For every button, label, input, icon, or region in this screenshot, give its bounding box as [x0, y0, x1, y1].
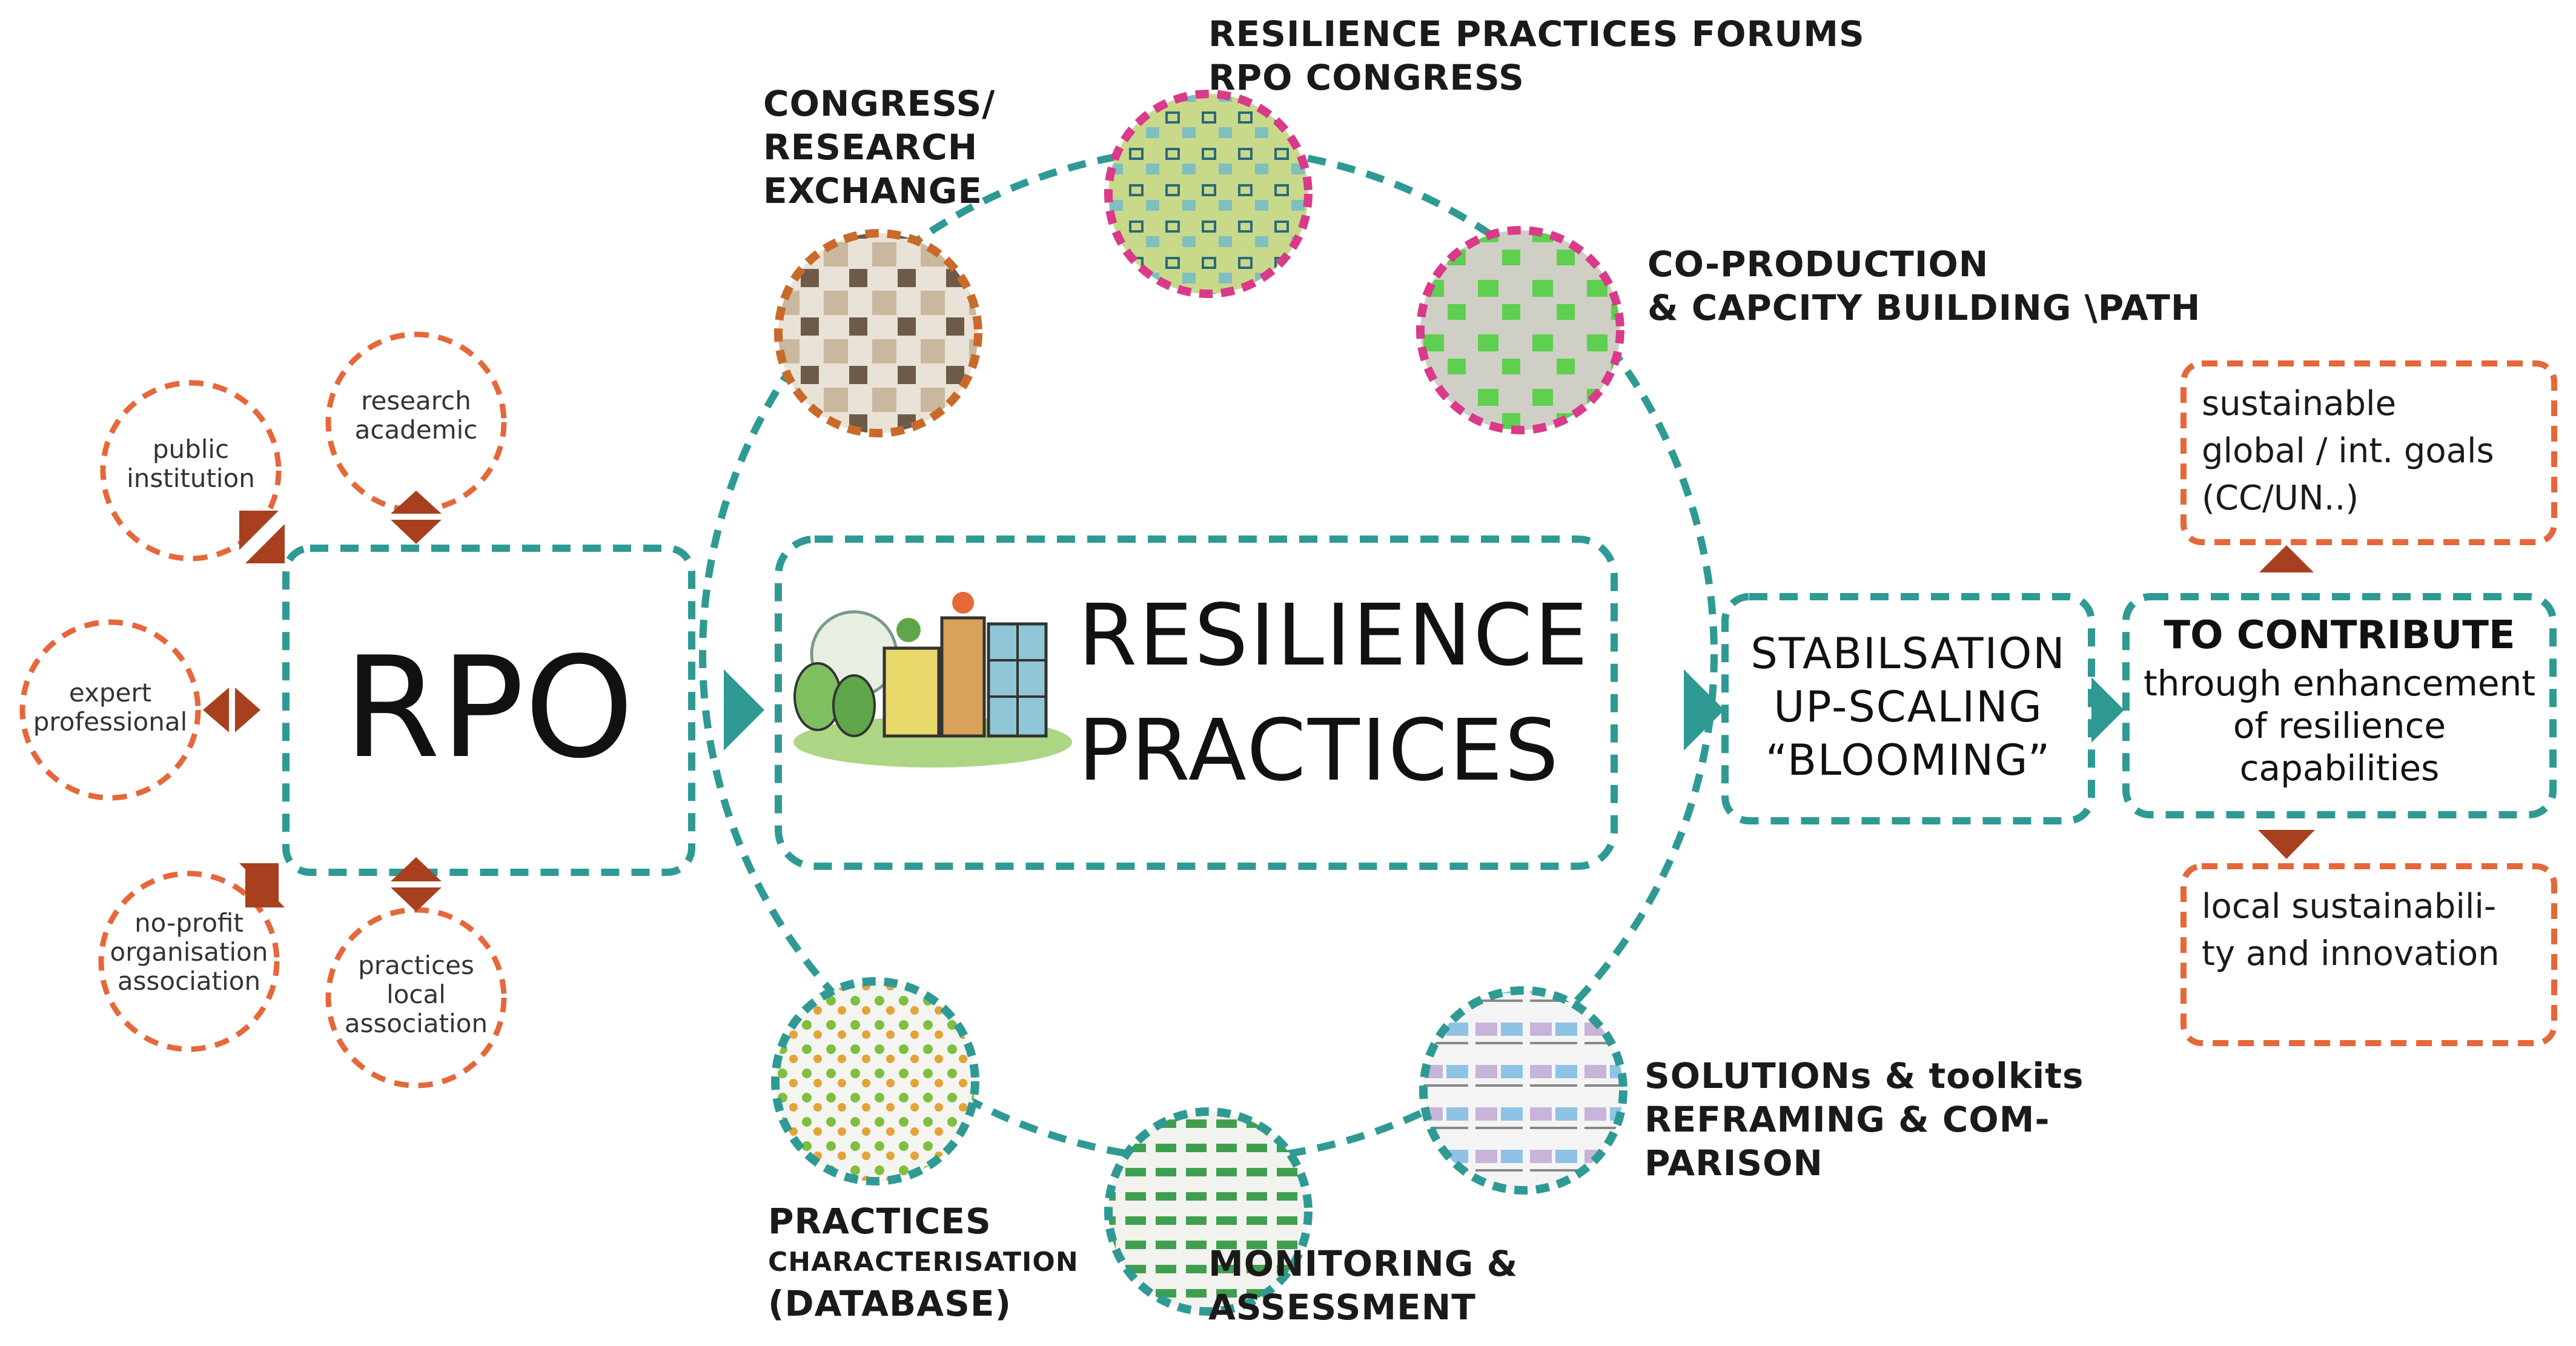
rpo-hub-label: RPO [343, 628, 634, 789]
connector-noprofit-arrow [239, 863, 285, 907]
solutions-node-image [1419, 986, 1627, 1195]
goal-local-label: local sustainabili- ty and innovation [2202, 887, 2500, 973]
stabilisation-box [1721, 593, 2095, 824]
contribute-box [2122, 593, 2557, 818]
connector-public-arrow [239, 511, 285, 563]
connector-expert-arrow [203, 688, 260, 732]
goal-global-label: sustainable global / int. goals (CC/UN..… [2202, 384, 2494, 518]
rpo-hub-box [282, 545, 695, 876]
arrow-to-local-goal [2258, 830, 2315, 859]
coproduction-node-image [1416, 226, 1624, 434]
monitoring-node-label: MONITORING &ASSESSMENT [1208, 1243, 1518, 1328]
resilience-practices-title: RESILIENCE PRACTICES [1078, 586, 1590, 800]
connector-research-arrow [391, 491, 442, 544]
database-node-label: PRACTICES CHARACTERISATION (DATABASE) [768, 1201, 1079, 1324]
stakeholder-expert-circle [19, 619, 201, 801]
congress-node-image [774, 229, 982, 437]
contribute-label: TO CONTRIBUTE through enhancement of res… [2126, 609, 2553, 789]
flow-arrow-practices-to-stabilisation [1684, 669, 1724, 751]
goal-local-box [2180, 863, 2557, 1046]
stakeholder-research-circle [325, 331, 507, 513]
stabilisation-label: STABILSATION UP-SCALING “BLOOMING” [1750, 629, 2066, 785]
resilience-practices-box [775, 535, 1618, 870]
flow-arrow-rpo-to-practices [724, 669, 764, 751]
database-node-image [771, 977, 979, 1185]
goal-global-box [2180, 360, 2557, 545]
city-illustration-icon [793, 592, 1072, 767]
stakeholder-public-circle [100, 380, 282, 562]
contribute-title: TO CONTRIBUTE [2164, 613, 2515, 658]
stakeholder-noprofit-circle [98, 870, 280, 1052]
monitoring-node-image [1104, 1107, 1313, 1316]
connector-practices-arrow [391, 857, 442, 912]
arrow-to-global-goal [2259, 545, 2314, 572]
forums-node-image [1104, 90, 1313, 298]
coproduction-node-label: CO-PRODUCTION& CAPCITY BUILDING \PATH [1647, 244, 2201, 328]
